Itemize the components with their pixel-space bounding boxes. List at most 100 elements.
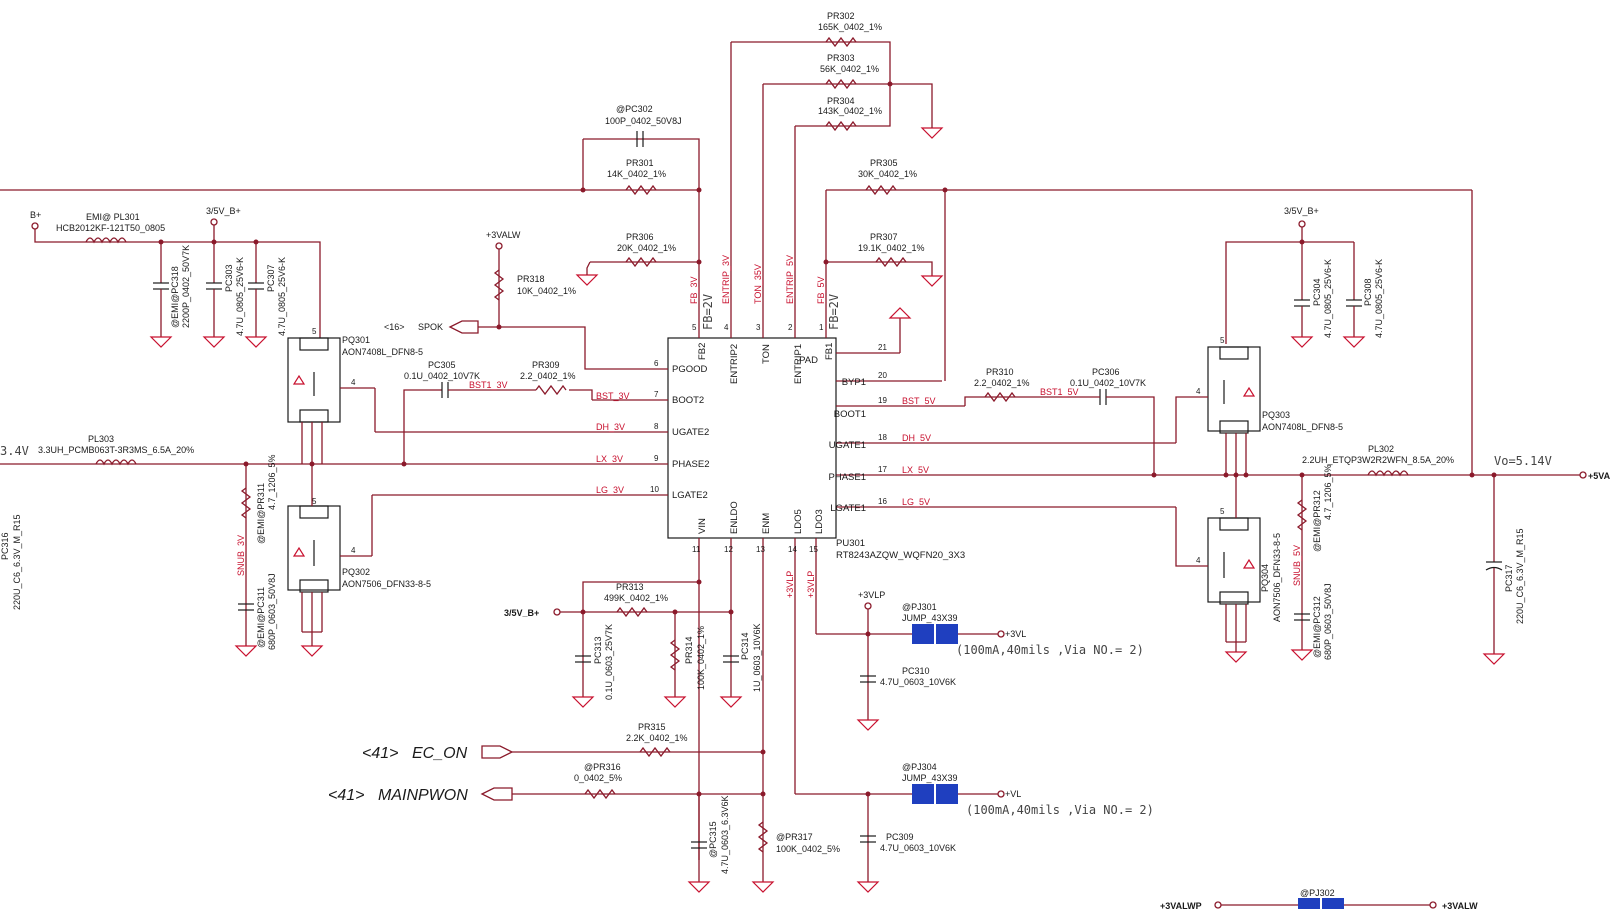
pr304-ref: PR304 [827,96,855,106]
pc310-ref: PC310 [902,666,930,676]
pc309-value: 4.7U_0603_10V6K [880,843,956,853]
pq301-pin4: 4 [351,378,356,387]
pr317-value: 100K_0402_5% [776,844,840,854]
right-converter: PR310 2.2_0402_1% PC306 0.1U_0402_10V7K … [902,206,1611,665]
pc306-value: 0.1U_0402_10V7K [1070,378,1146,388]
pr301-value: 14K_0402_1% [607,169,666,179]
input-caps-left: @EMI@PC318 2200P_0402_50V7K PC303 4.7U_0… [149,239,287,348]
pr315-value: 2.2K_0402_1% [626,733,688,743]
pc312-value: 680P_0603_50V8J [1323,583,1333,660]
net-lg-5v: LG_5V [902,497,930,507]
resistor-pr302 [825,36,857,48]
net-bst-5v: BST_5V [902,396,936,406]
net-fb-3v: FB_3V [689,276,699,304]
net-dh-3v: DH_3V [596,422,625,432]
pc318-ref: @EMI@PC318 [170,266,180,328]
ec-on-connector[interactable] [481,745,514,759]
pr303-ref: PR303 [827,53,855,63]
pq304-pin5: 5 [1220,507,1225,516]
resistor-pr306 [625,256,657,268]
resistor-pr313 [616,606,648,618]
net-lx-3v: LX_3V [596,454,623,464]
ic-right-pins: 21 20 19 18 17 16 PAD BYP1 BOOT1 UGATE1 … [799,343,1580,514]
pc318-value: 2200P_0402_50V7K [181,245,191,328]
bottom-network: 3/5V_B+ PR313 499K_0402_1% PC313 0.1U_06… [328,579,1478,909]
pl303-value: 3.3UH_PCMB063T-3R3MS_6.5A_20% [38,445,194,455]
pr310-value: 2.2_0402_1% [974,378,1030,388]
pq303-ref: PQ303 [1262,410,1290,420]
mainpwon-connector[interactable] [480,787,513,801]
mosfet-pq304: 4 5 PQ304 AON7506_DFN33-8-5 [1175,475,1282,663]
pc310-value: 4.7U_0603_10V6K [880,677,956,687]
pq302-pin5: 5 [312,497,317,506]
pin-num-8: 8 [654,422,659,431]
pc314-ref: PC314 [740,632,750,660]
pc303-ref: PC303 [224,264,234,292]
pr306-ref: PR306 [626,232,654,242]
pc307-value: 4.7U_0805_25V6-K [277,257,287,336]
resistor-pr318 [493,269,505,301]
pin-num-19: 19 [878,396,887,405]
resistor-pr314 [669,639,681,671]
pin-num-20: 20 [878,371,887,380]
resistor-pr301 [625,184,657,196]
pin-num-3: 3 [756,323,761,332]
ground-fb-top [920,127,944,139]
pin-num-2: 2 [788,323,793,332]
resistor-pr315 [639,746,671,758]
ic-ref: PU301 [836,538,865,549]
pj301-note: (100mA,40mils ,Via NO.= 2) [956,643,1144,657]
pr307-value: 19.1K_0402_1% [858,243,925,253]
pq304-value: AON7506_DFN33-8-5 [1272,533,1282,622]
net-bst1-3v: BST1_3V [469,380,508,390]
pin-num-11: 11 [692,545,701,554]
label-vo: Vo=5.14V [1494,454,1552,468]
pin-num-10: 10 [650,485,659,494]
pin-num-17: 17 [878,465,887,474]
net-3vlp-b: +3VLP [806,571,816,598]
resistor-pr316 [584,788,616,800]
net-lg-3v: LG_3V [596,485,624,495]
pq302-value: AON7506_DFN33-8-5 [342,579,431,589]
inductor-pl301 [85,237,127,244]
label-5va: +5VA [1588,471,1611,481]
pr312-value: 4.7_1206_5% [1323,464,1333,520]
pin-name-fb1: FB1 [824,343,835,360]
pr318-ref: PR318 [517,274,545,284]
pc317-ref: PC317 [1504,564,1514,592]
ic-part: RT8243AZQW_WQFN20_3X3 [836,550,965,561]
resistor-pr311 [240,487,252,519]
pin-num-1: 1 [819,323,824,332]
pr304-value: 143K_0402_1% [818,106,882,116]
pc303-value: 4.7U_0805_25V6-K [235,257,245,336]
label-mainpwon: MAINPWON [378,787,468,804]
net-entrip-5v: ENTRIP_5V [785,255,795,304]
pr310-ref: PR310 [986,367,1014,377]
resistor-pr307 [875,256,907,268]
pq301-ref: PQ301 [342,335,370,345]
mosfet-pq301: 4 5 PQ301 AON7408L_DFN8-5 [287,327,423,464]
label-spok: SPOK [418,322,443,332]
pc315-ref: @PC315 [708,821,718,858]
label-35vb-input: 3/5V_B+ [504,608,539,618]
label-spok-sheet: <16> [384,322,405,332]
pin-name-lgate1: LGATE1 [830,503,866,514]
pr309-ref: PR309 [532,360,560,370]
pin-name-entrip2: ENTRIP2 [729,344,740,384]
pin-name-boot2: BOOT2 [672,395,704,406]
net-snub-5v: SNUB_5V [1292,545,1302,586]
pin-name-ugate2: UGATE2 [672,427,709,438]
resistor-pr310 [984,391,1016,403]
pin-name-vin: VIN [697,518,708,534]
pin-name-enm: ENM [761,513,772,534]
label-35vb-right: 3/5V_B+ [1284,206,1319,216]
net-entrip-3v: ENTRIP_3V [721,255,731,304]
pr311-ref: @EMI@PR311 [256,483,266,544]
pc314-value: 1U_0603_10V6K [752,623,762,692]
pin-name-byp1: BYP1 [842,377,866,388]
pin-num-15: 15 [809,545,818,554]
resistor-pr309 [535,384,567,396]
pin-name-ugate1: UGATE1 [829,440,866,451]
label-3vlp: +3VLP [858,590,885,600]
